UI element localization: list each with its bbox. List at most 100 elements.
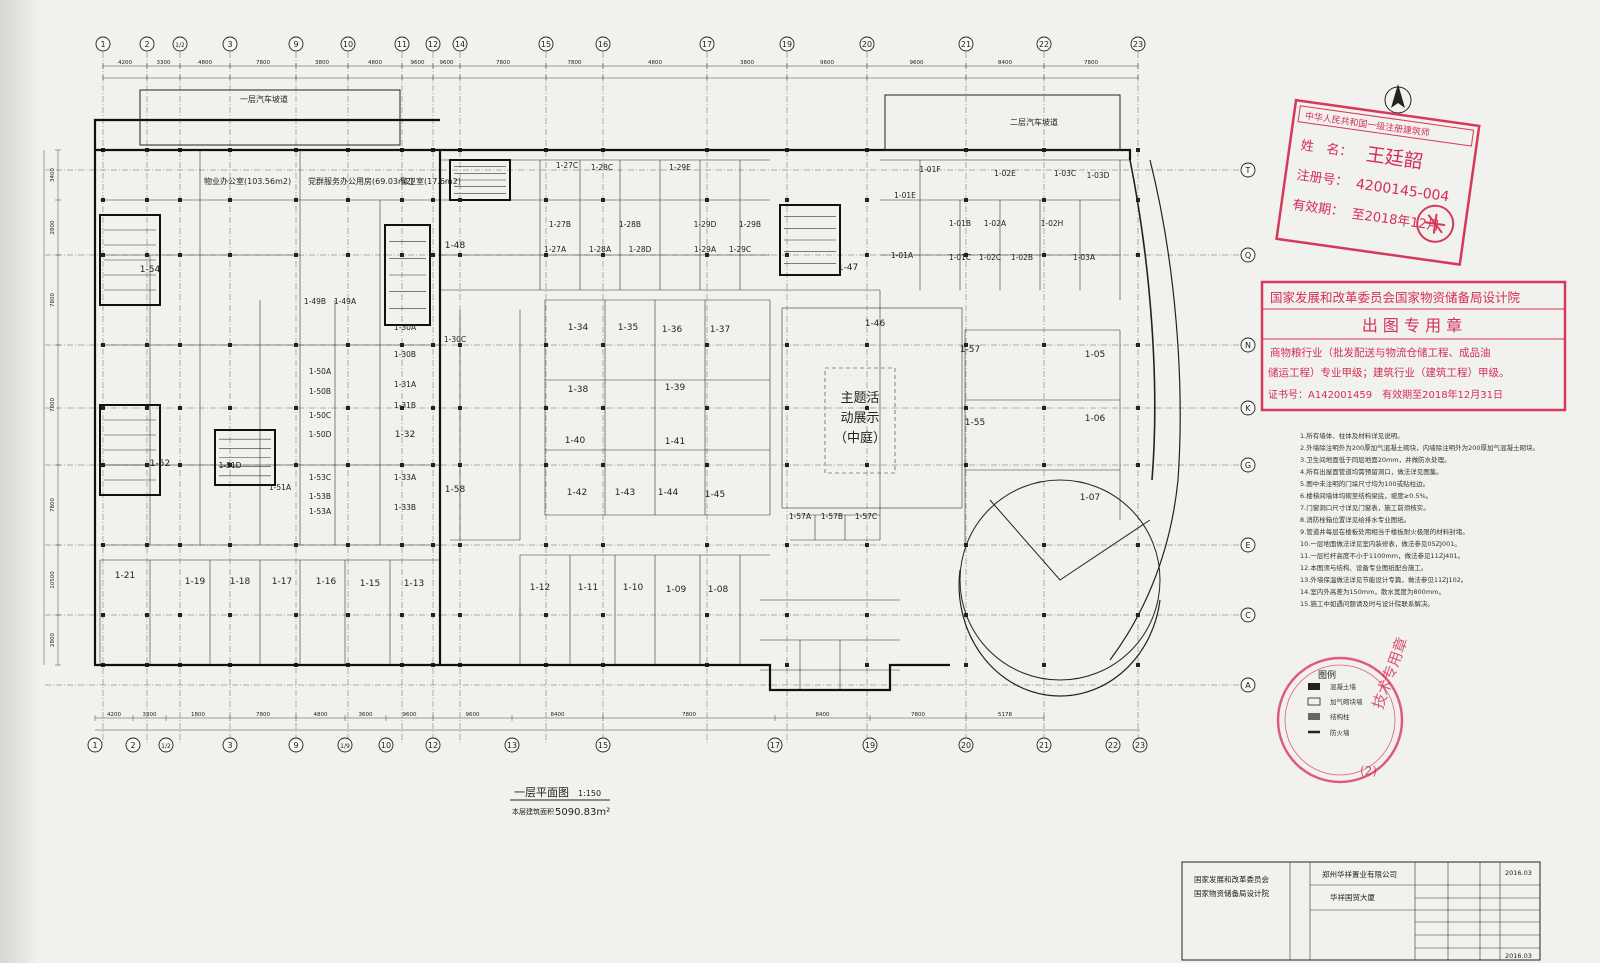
note-line: 6.楼梯间墙体均砌至结构梁底，坡度≥0.5%。: [1300, 491, 1432, 500]
dim-bottom: 7800: [911, 712, 925, 718]
dim-bottom: 9600: [466, 712, 480, 718]
room-label: 1-35: [618, 323, 638, 333]
dim-top: 9600: [411, 60, 425, 66]
axis-bubble-top: [859, 36, 875, 52]
axis-bubble-top: [425, 36, 441, 52]
axis-bubble-top: [172, 36, 188, 52]
dim-left: 7800: [50, 498, 56, 512]
dim-left: 2800: [50, 220, 56, 234]
axis-bubble-top: [139, 36, 155, 52]
axis-bubble-bottom: [862, 737, 878, 753]
axis-bubble-top: [958, 36, 974, 52]
legend-item: 混凝土墙: [1330, 682, 1357, 691]
axis-label: N: [1245, 341, 1251, 350]
axis-bubble-right: [1240, 607, 1256, 623]
legend: 图例 混凝土墙 加气砌块墙 结构柱 防火墙: [1307, 669, 1363, 737]
axis-bubble-right: [1240, 457, 1256, 473]
room-label: 1-03D: [1087, 171, 1110, 180]
axis-bubble-right: [1240, 337, 1256, 353]
general-notes: 1.所有墙体、柱体及材料详见说明。2.外墙除注明外为200厚加气混凝土砌块，内墙…: [1300, 431, 1539, 608]
axis-label: 12: [428, 40, 438, 49]
room-label: 1-36: [662, 325, 683, 335]
dim-bottom: 5178: [998, 712, 1012, 718]
dim-top: 3300: [157, 60, 171, 66]
north-arrow-icon: [1384, 84, 1412, 114]
room-label: 1-03C: [1054, 169, 1076, 178]
room-label: 1-29E: [669, 163, 691, 172]
axis-bubble-top: [595, 36, 611, 52]
dim-bottom: 3300: [143, 712, 157, 718]
room-note: 警卫室(17.6m2): [400, 176, 461, 186]
axis-label: 1: [100, 40, 105, 49]
dim-top: 3800: [315, 60, 329, 66]
dim-top: 9600: [440, 60, 454, 66]
room-label: 1-21: [115, 571, 135, 581]
room-label: 1-32: [395, 430, 415, 440]
room-label: 1-29B: [739, 220, 761, 229]
axis-bubble-bottom: [767, 737, 783, 753]
axis-bubble-bottom: [288, 737, 304, 753]
axis-label: 22: [1108, 741, 1118, 750]
dim-top: 7800: [568, 60, 582, 66]
tb-date1: 2016.03: [1505, 869, 1532, 877]
room-label: 1-29A: [694, 245, 717, 254]
stamp-name-label: 姓 名：: [1300, 137, 1354, 160]
room-label: 1-01B: [949, 219, 971, 228]
dim-left: 10500: [50, 571, 56, 589]
plan-title: 一层平面图 1:150 本层建筑面积 5090.83m²: [510, 786, 610, 818]
room-label: 1-01A: [891, 251, 914, 260]
room-note: 党群服务办公用房(69.03m2): [308, 176, 414, 186]
axis-bubble-top: [699, 36, 715, 52]
issue-stamp: 国家发展和改革委员会国家物资储备局设计院 出 图 专 用 章 商物粮行业（批发配…: [1260, 280, 1567, 412]
room-label: 1-06: [1085, 414, 1106, 424]
dim-bottom: 3600: [359, 712, 373, 718]
axis-label: 21: [961, 40, 971, 49]
court-label-2: 动展示: [840, 411, 879, 426]
room-label: 1-57A: [789, 512, 812, 521]
room-label: 1-44: [658, 488, 679, 498]
note-line: 1.所有墙体、柱体及材料详见说明。: [1300, 431, 1404, 440]
dim-left: 7800: [50, 293, 56, 307]
court-label-1: 主题活: [840, 391, 879, 406]
note-line: 14.室内外高差为150mm，散水宽度为800mm。: [1300, 587, 1445, 596]
axis-label: T: [1245, 166, 1251, 175]
axis-bubble-bottom: [1105, 737, 1121, 753]
room-label: 1-40: [565, 436, 586, 446]
axis-label: 1: [92, 741, 97, 750]
axis-bubble-bottom: [1132, 737, 1148, 753]
room-label: 1-51D: [219, 461, 242, 470]
room-label: 1-42: [567, 488, 587, 498]
room-label: 1-53A: [309, 507, 332, 516]
room-label: 1-47: [838, 263, 858, 273]
room-label: 1-03A: [1073, 253, 1096, 262]
axis-label: 17: [702, 40, 712, 49]
room-label: 1-30A: [394, 323, 417, 332]
dim-top: 7800: [1084, 60, 1098, 66]
axis-label: 19: [865, 741, 875, 750]
room-label: 1-02C: [979, 253, 1001, 262]
room-label: 1-37: [710, 325, 730, 335]
room-label: 1-34: [568, 323, 589, 333]
room-note: 一层汽车坡道: [240, 94, 288, 104]
axis-label: A: [1245, 681, 1251, 690]
dim-top: 4800: [648, 60, 662, 66]
note-line: 12.本图须与结构、设备专业图纸配合施工。: [1300, 563, 1427, 572]
axis-label: 12: [428, 741, 438, 750]
axis-label: 19: [782, 40, 792, 49]
tb-org1: 国家发展和改革委员会: [1194, 874, 1269, 884]
room-label: 1-27C: [556, 161, 578, 170]
stamp-line2: 储运工程）专业甲级；建筑行业（建筑工程）甲级。: [1268, 366, 1510, 379]
court-label-3: （中庭）: [834, 430, 886, 446]
note-line: 4.所有出屋面管道均需预留洞口，做法详见图集。: [1300, 467, 1443, 476]
building-outline: [93, 89, 1181, 697]
axis-label: 1/2: [175, 42, 185, 49]
room-label: 1-12: [530, 583, 550, 593]
room-label: 1-27A: [544, 245, 567, 254]
axis-bubble-right: [1240, 677, 1256, 693]
axis-bubble-bottom: [958, 737, 974, 753]
room-label: 1-58: [445, 485, 466, 495]
axis-bubble-bottom: [87, 737, 103, 753]
axis-bubble-top: [394, 36, 410, 52]
axis-bubble-bottom: [125, 737, 141, 753]
